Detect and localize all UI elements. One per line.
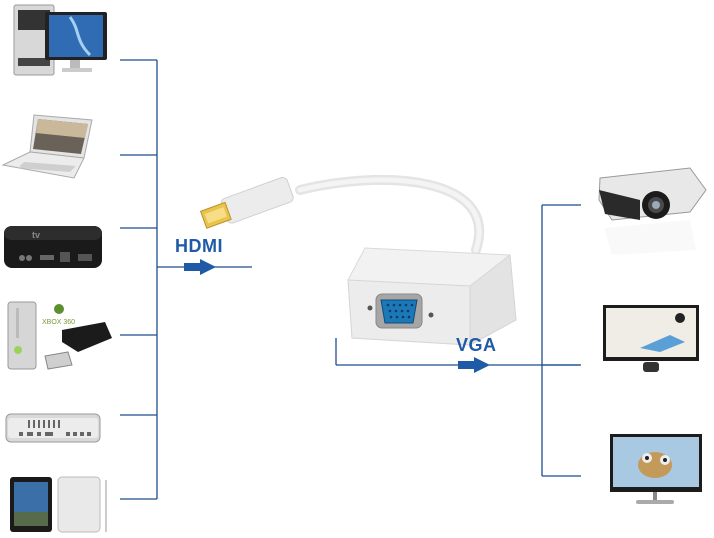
adapter-icon bbox=[199, 174, 517, 346]
vga-label: VGA bbox=[456, 335, 497, 355]
monitor-icon bbox=[603, 305, 699, 372]
tv-monitor-icon bbox=[610, 434, 702, 504]
tablet-icon bbox=[10, 476, 107, 533]
display-bus-lines bbox=[335, 204, 581, 477]
source-bus-lines bbox=[120, 59, 252, 500]
appletv-logo-text: tv bbox=[32, 230, 40, 240]
set-top-box-icon: tv bbox=[4, 226, 102, 268]
xbox360-badge-text: XBOX 360 bbox=[42, 319, 75, 326]
desktop-computer-icon bbox=[13, 4, 107, 76]
projector-icon bbox=[598, 167, 707, 255]
laptop-icon bbox=[1, 114, 93, 179]
game-console-icon: XBOX 360 bbox=[7, 301, 112, 370]
hdmi-label: HDMI bbox=[175, 236, 223, 256]
vga-arrow-icon bbox=[458, 357, 490, 373]
hdmi-arrow-icon bbox=[184, 259, 216, 275]
mini-pc-icon bbox=[5, 413, 101, 443]
